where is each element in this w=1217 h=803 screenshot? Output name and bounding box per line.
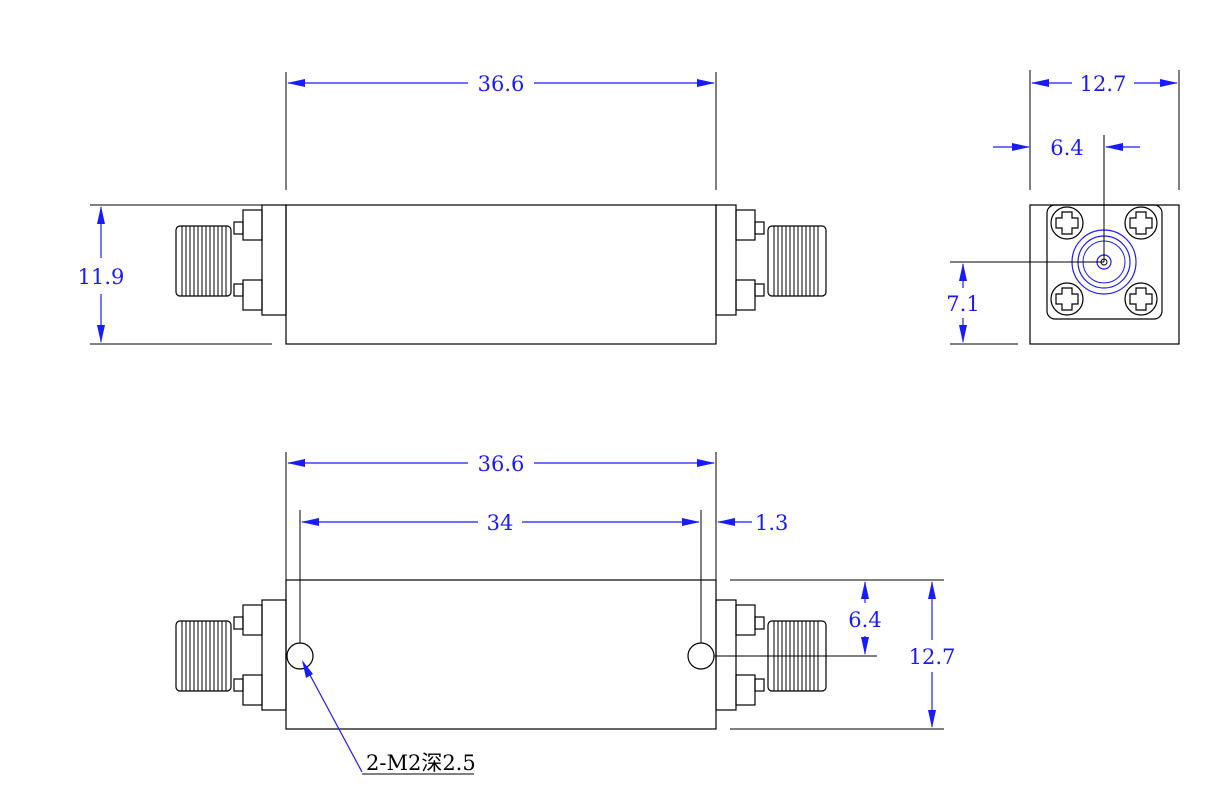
dim-bottom-length: 36.6 (287, 452, 715, 476)
screw-br (1124, 282, 1158, 316)
screw-bl (1050, 282, 1084, 316)
dim-hole-spacing-text: 34 (487, 511, 514, 535)
bottom-body (285, 579, 717, 730)
mount-hole-left (286, 642, 314, 670)
screw-tr (1124, 206, 1158, 240)
hole-callout: 2-M2深2.5 (302, 660, 476, 775)
dim-end-height: 7.1 (946, 263, 980, 343)
dim-end-center-text: 6.4 (1050, 136, 1083, 160)
dim-hole-spacing: 34 (301, 511, 700, 535)
dim-hole-height: 6.4 (848, 581, 882, 655)
bottom-right-connector (715, 599, 827, 711)
dim-end-height-text: 7.1 (946, 292, 979, 316)
side-view (175, 204, 827, 345)
bottom-left-connector (175, 599, 287, 711)
dim-bottom-width-text: 12.7 (909, 645, 956, 669)
hole-callout-text: 2-M2深2.5 (366, 751, 476, 775)
side-body (285, 204, 717, 345)
dim-top-length-text: 36.6 (478, 72, 525, 96)
left-connector (175, 204, 287, 316)
mount-hole-right (687, 642, 715, 670)
dim-top-height-text: 11.9 (78, 265, 125, 289)
dim-hole-offset: 1.3 (717, 511, 788, 535)
bottom-view (175, 579, 827, 730)
dim-end-width-text: 12.7 (1080, 72, 1127, 96)
screw-tl (1050, 206, 1084, 240)
dim-bottom-width: 12.7 (909, 581, 956, 728)
dim-top-length: 36.6 (287, 72, 715, 96)
right-connector (715, 204, 827, 316)
dim-end-width: 12.7 (1031, 72, 1178, 96)
dim-bottom-length-text: 36.6 (478, 452, 525, 476)
dim-hole-height-text: 6.4 (848, 608, 881, 632)
dim-end-center: 6.4 (993, 136, 1140, 160)
dim-hole-offset-text: 1.3 (755, 511, 788, 535)
dim-top-height: 11.9 (78, 206, 125, 343)
